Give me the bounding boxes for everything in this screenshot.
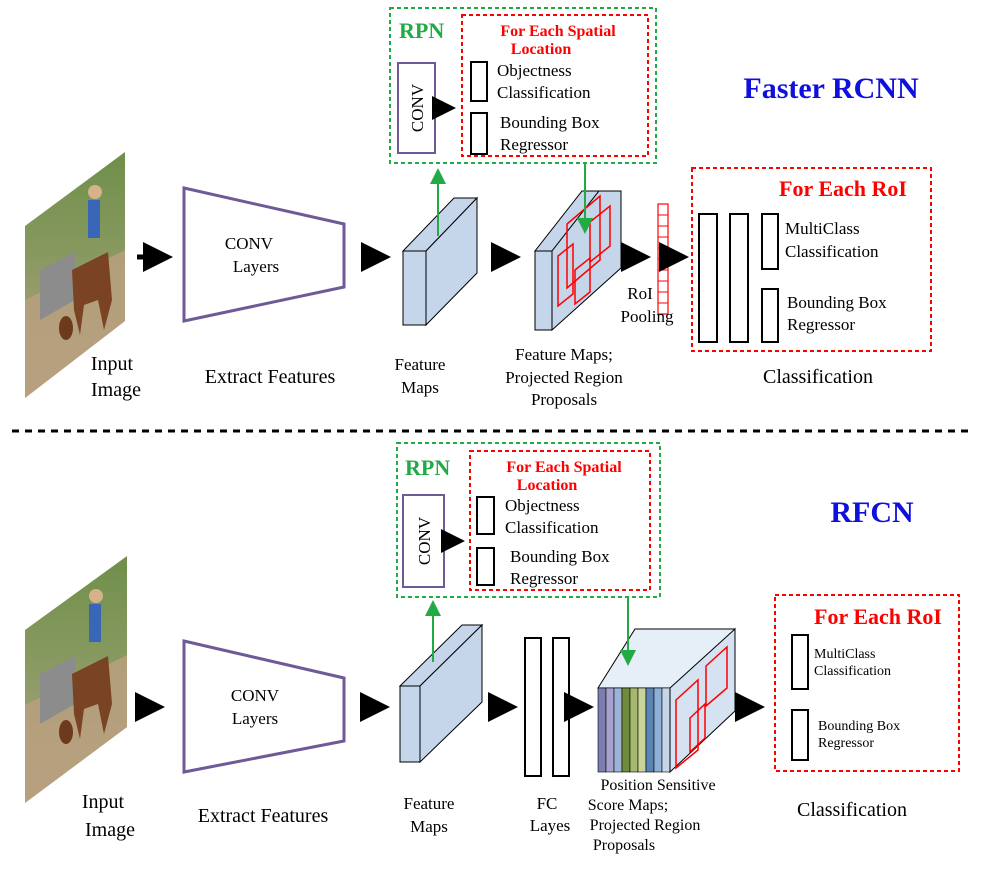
rpn-box <box>389 7 657 164</box>
rfcn-feature-maps-label-line2: Maps <box>410 817 448 836</box>
score-maps-label-line2: Score Maps; <box>588 797 668 814</box>
roi-multiclass-line1: MultiClass <box>785 219 860 238</box>
rfcn-classification-label: Classification <box>797 799 907 821</box>
roi-pooling-label-line2: Pooling <box>621 307 674 326</box>
classification-label: Classification <box>763 366 873 388</box>
rpn-spatial-title-line2: Location <box>511 41 572 58</box>
score-maps-stack <box>597 627 736 774</box>
rfcn-input-label-line1: Input <box>82 791 125 813</box>
rfcn-roi-bbox-line1: Bounding Box <box>818 719 900 734</box>
rfcn-rpn-conv-label: CONV <box>415 516 434 565</box>
rfcn-multiclass-head <box>791 634 809 690</box>
rfcn-fc-layer-2 <box>552 637 570 777</box>
roi-bbox-head <box>761 288 779 343</box>
multiclass-head <box>761 213 779 270</box>
rfcn-conv-label-line1: CONV <box>231 686 280 705</box>
rfcn-roi-bbox-line2: Regressor <box>818 736 874 751</box>
rpn-bbox-line2: Regressor <box>500 135 568 154</box>
proposals-label-line2: Projected Region <box>505 368 623 387</box>
rfcn-objectness-head <box>476 496 495 535</box>
feature-maps-label-line1: Feature <box>395 355 446 374</box>
roi-pooling-label-line1: RoI <box>627 284 653 303</box>
roi-box <box>691 167 932 352</box>
proposals-label-line3: Proposals <box>531 390 597 409</box>
input-label-line1: Input <box>91 353 134 375</box>
rpn-objectness-line1: Objectness <box>497 61 572 80</box>
objectness-head <box>470 61 488 102</box>
rfcn-title: RFCN <box>830 496 914 529</box>
rfcn-bbox-head <box>476 547 495 586</box>
proposals-label-line1: Feature Maps; <box>515 345 613 364</box>
rfcn-rpn-spatial-title-line2: Location <box>517 477 578 494</box>
rfcn-roi-box <box>774 594 960 772</box>
rfcn-rpn-objectness-line1: Objectness <box>505 496 580 515</box>
rfcn-rpn-objectness-line2: Classification <box>505 518 599 537</box>
conv-label-line2: Layers <box>233 257 279 276</box>
rfcn-roi-multiclass-line2: Classification <box>814 664 891 679</box>
bbox-head <box>470 112 488 155</box>
faster-rcnn-title: Faster RCNN <box>743 72 919 105</box>
rfcn-roi-title: For Each RoI <box>814 604 942 629</box>
proposal-feature-maps-block <box>533 190 622 332</box>
roi-pooling-vector <box>657 203 669 315</box>
input-label-line2: Image <box>91 379 141 401</box>
rpn-spatial-box <box>461 14 649 157</box>
rfcn-section: Input Image CONV Layers Extract Features… <box>25 442 960 854</box>
extract-features-label: Extract Features <box>205 366 336 388</box>
rpn-conv-box <box>397 62 436 154</box>
conv-label-line1: CONV <box>225 234 274 253</box>
rfcn-feature-maps-label-line1: Feature <box>404 794 455 813</box>
rfcn-feature-maps-block <box>398 623 484 764</box>
rfcn-rpn-title: RPN <box>405 455 450 480</box>
roi-bbox-line1: Bounding Box <box>787 293 887 312</box>
rfcn-rpn-spatial-title-line1: For Each Spatial <box>506 459 622 476</box>
fc-layer-1 <box>698 213 718 343</box>
rpn-conv-label: CONV <box>408 83 427 132</box>
score-maps-label-line4: Proposals <box>593 837 655 854</box>
rfcn-extract-features-label: Extract Features <box>198 805 329 827</box>
rfcn-rpn-box <box>396 442 661 598</box>
score-maps-label-line1: Position Sensitive <box>600 777 715 794</box>
faster-rcnn-section: Input Image CONV Layers Extract Features… <box>25 7 932 409</box>
rpn-objectness-line2: Classification <box>497 83 591 102</box>
conv-layers-trapezoid <box>182 186 346 323</box>
rpn-title: RPN <box>399 18 444 43</box>
score-maps-label-line3: Projected Region <box>590 817 701 834</box>
rfcn-fc-label-line2: Layes <box>530 816 571 835</box>
rpn-bbox-line1: Bounding Box <box>500 113 600 132</box>
rfcn-fc-layer-1 <box>524 637 542 777</box>
rfcn-roi-multiclass-line1: MultiClass <box>814 647 875 662</box>
roi-title: For Each RoI <box>779 176 907 201</box>
feature-maps-label-line2: Maps <box>401 378 439 397</box>
rfcn-rpn-bbox-line2: Regressor <box>510 569 578 588</box>
rfcn-input-label-line2: Image <box>85 819 135 841</box>
fc-layer-2 <box>729 213 749 343</box>
input-image-photo <box>25 152 125 398</box>
roi-multiclass-line2: Classification <box>785 242 879 261</box>
rfcn-fc-label-line1: FC <box>537 794 558 813</box>
roi-bbox-line2: Regressor <box>787 315 855 334</box>
rfcn-roi-bbox-head <box>791 709 809 761</box>
rfcn-rpn-spatial-box <box>469 450 651 591</box>
rfcn-conv-layers-trapezoid <box>182 639 346 774</box>
feature-maps-block <box>401 196 479 327</box>
rfcn-input-image-photo <box>25 556 127 803</box>
rfcn-rpn-bbox-line1: Bounding Box <box>510 547 610 566</box>
rpn-spatial-title-line1: For Each Spatial <box>500 23 616 40</box>
rfcn-conv-label-line2: Layers <box>232 709 278 728</box>
